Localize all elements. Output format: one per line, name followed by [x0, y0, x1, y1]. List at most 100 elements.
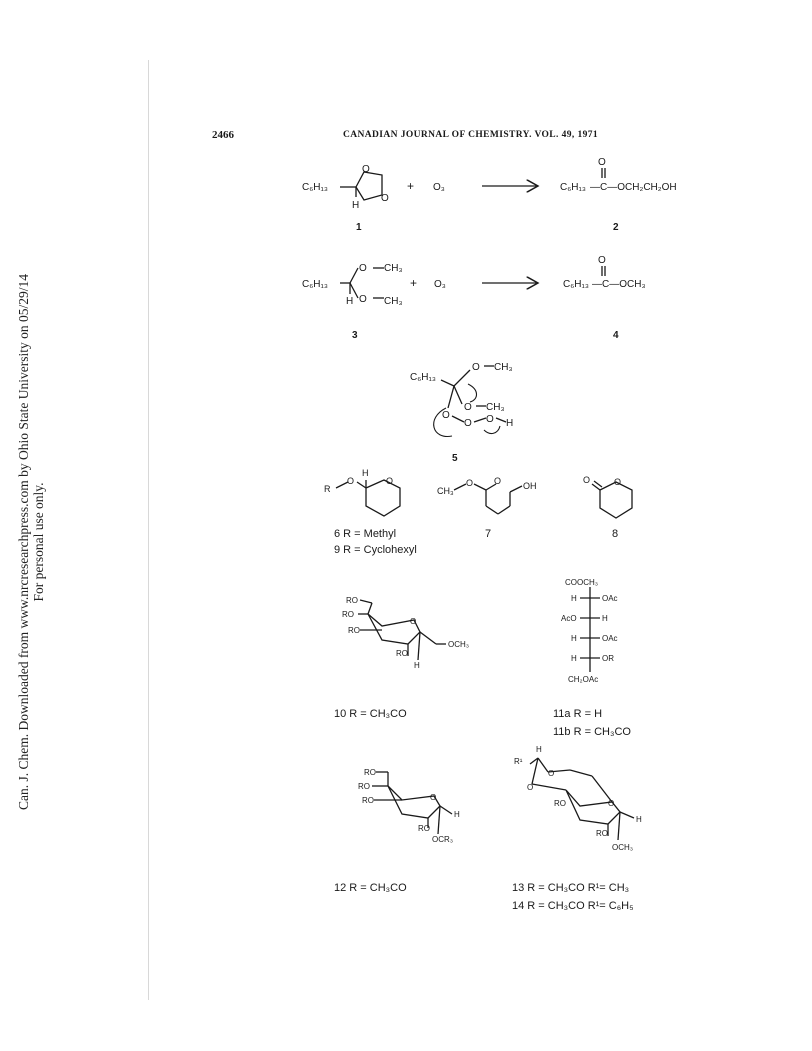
compound-6-oxygen: O	[347, 476, 354, 486]
compound-7-hydroxyl: OH	[523, 481, 537, 491]
compound-12-ro-d: RO	[418, 824, 430, 833]
compound-11-h-4: H	[571, 654, 577, 663]
compound-8-structure	[591, 480, 633, 519]
compound-13-structure	[529, 757, 635, 841]
compound-3-methyl-bottom: CH₃	[384, 296, 403, 307]
compound-label-11b: 11b R = CH₃CO	[553, 726, 631, 738]
compound-11-h-3: H	[571, 634, 577, 643]
compound-label-12: 12 R = CH₃CO	[334, 882, 407, 894]
compound-label-13: 13 R = CH₃CO R¹= CH₃	[512, 882, 630, 894]
compound-10-ring-oxygen: O	[410, 617, 416, 626]
compound-10-methoxy: OCH₃	[448, 640, 469, 649]
compound-10-ro-c: RO	[348, 626, 360, 635]
compound-11-oac-1: OAc	[602, 594, 618, 603]
compound-13-oxygen-b: O	[527, 783, 533, 792]
compound-3-methyl-top: CH₃	[384, 263, 403, 274]
compound-13-acetal-hydrogen: H	[536, 745, 542, 754]
compound-4-carbonyl-oxygen: O	[598, 255, 606, 266]
compound-7-carbonyl-oxygen: O	[494, 476, 501, 486]
compound-7-methyl: CH₃	[437, 486, 454, 496]
compound-10-ro-b: RO	[342, 610, 354, 619]
compound-11-or: OR	[602, 654, 614, 663]
compound-3-oxygen-top: O	[359, 263, 367, 274]
compound-1-ring-oxygen-bottom: O	[381, 193, 389, 204]
compound-label-6: 6 R = Methyl	[334, 528, 397, 540]
compound-4-ester: —C—OCH₃	[592, 279, 646, 290]
compound-6-ring-oxygen: O	[386, 476, 393, 486]
compound-label-11a: 11a R = H	[553, 708, 603, 720]
compound-6-r-group: R	[324, 484, 331, 494]
compound-10-ro-d: RO	[396, 649, 408, 658]
compound-3-structure	[340, 267, 384, 299]
compound-number-3: 3	[352, 330, 358, 341]
compound-3-substituent: C₆H₁₃	[302, 279, 328, 290]
compound-5-methyl-b: CH₃	[486, 402, 505, 413]
compound-12-structure	[372, 771, 453, 835]
compound-4-carbonyl	[601, 266, 606, 276]
compound-12-hydrogen: H	[454, 810, 460, 819]
compound-10-structure	[358, 599, 446, 661]
compound-5-oxygen-c: O	[442, 410, 450, 421]
ozone-2: O₃	[434, 279, 446, 290]
compound-5-oxygen-a: O	[472, 362, 480, 373]
compound-number-1: 1	[356, 222, 362, 233]
compound-2-substituent: C₆H₁₃	[560, 182, 586, 193]
compound-5-methyl-a: CH₃	[494, 362, 513, 373]
ozone-1: O₃	[433, 182, 445, 193]
compound-1-hydrogen: H	[352, 200, 359, 211]
compound-5-substituent: C₆H₁₃	[410, 372, 436, 383]
compound-number-4: 4	[613, 330, 619, 341]
compound-6-structure	[335, 479, 401, 517]
compound-13-ro-b: RO	[596, 829, 608, 838]
compound-3-oxygen-bottom: O	[359, 294, 367, 305]
compound-label-9: 9 R = Cyclohexyl	[334, 544, 417, 556]
compound-1-structure	[340, 171, 383, 201]
plus-sign-1: +	[407, 179, 414, 193]
compound-5-structure	[433, 365, 507, 437]
compound-12-substituent: OCR₃	[432, 835, 453, 844]
running-head: CANADIAN JOURNAL OF CHEMISTRY. VOL. 49, …	[343, 130, 599, 140]
compound-11-ester: COOCH₃	[565, 578, 598, 587]
compound-number-7: 7	[485, 528, 492, 540]
compound-12-ro-b: RO	[358, 782, 370, 791]
compound-8-carbonyl-oxygen: O	[583, 475, 590, 485]
compound-11-aco: AcO	[561, 614, 577, 623]
compound-label-14: 14 R = CH₃CO R¹= C₆H₅	[512, 900, 634, 912]
compound-5-oxygen-e: O	[486, 414, 494, 425]
plus-sign-2: +	[410, 276, 417, 290]
compound-4-substituent: C₆H₁₃	[563, 279, 589, 290]
compound-3-hydrogen: H	[346, 296, 353, 307]
compound-11-h-2: H	[602, 614, 608, 623]
compound-11-structure	[580, 587, 600, 672]
compound-5-oxygen-b: O	[464, 402, 472, 413]
compound-number-2: 2	[613, 222, 619, 233]
compound-1-substituent: C₆H₁₃	[302, 182, 328, 193]
compound-2-carbonyl	[601, 168, 606, 178]
compound-12-ro-c: RO	[362, 796, 374, 805]
compound-12-ro-a: RO	[364, 768, 376, 777]
compound-number-8: 8	[612, 528, 619, 540]
compound-label-10: 10 R = CH₃CO	[334, 708, 407, 720]
compound-11-oac-2: OAc	[602, 634, 618, 643]
compound-13-ring-oxygen: O	[608, 799, 614, 808]
compound-11-ch2oac: CH₂OAc	[568, 675, 598, 684]
compound-13-methoxy: OCH₃	[612, 843, 633, 852]
compound-13-r1: R¹	[514, 757, 523, 766]
compound-13-ro-a: RO	[554, 799, 566, 808]
compound-13-hydrogen: H	[636, 815, 642, 824]
compound-6-hydrogen: H	[362, 468, 369, 478]
compound-10-hydrogen: H	[414, 661, 420, 670]
compound-10-ro-a: RO	[346, 596, 358, 605]
compound-2-ester: —C—OCH₂CH₂OH	[590, 182, 677, 193]
page-number: 2466	[212, 129, 234, 141]
compound-7-ester-oxygen: O	[466, 478, 473, 488]
compound-12-ring-oxygen: O	[430, 793, 436, 802]
compound-5-oxygen-d: O	[464, 418, 472, 429]
compound-1-ring-oxygen-top: O	[362, 164, 370, 175]
compound-7-structure	[453, 483, 523, 515]
margin-rule	[148, 60, 149, 1000]
compound-number-5: 5	[452, 453, 458, 464]
compound-8-ring-oxygen: O	[614, 477, 621, 487]
compound-13-oxygen-a: O	[548, 769, 554, 778]
